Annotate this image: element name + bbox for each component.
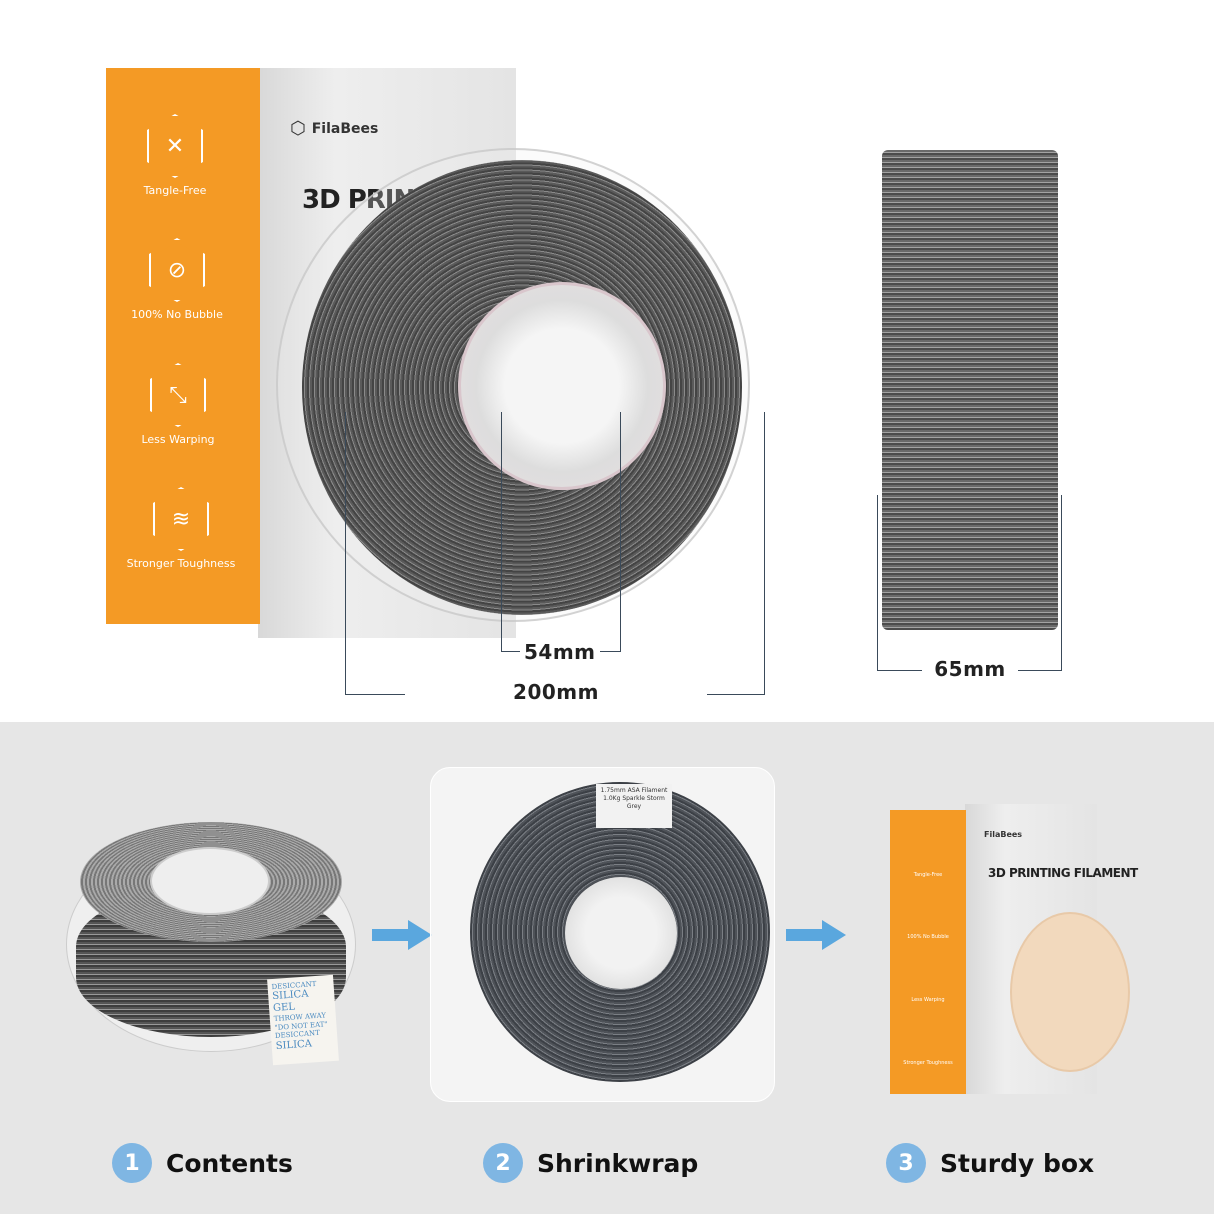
bee-logo-icon: ⬡ (290, 118, 306, 139)
contents-hub (150, 847, 270, 915)
feature-label: Tangle-Free (143, 184, 207, 197)
small-box-feature: Stronger Toughness (903, 1060, 953, 1066)
shrinkwrap-hub (565, 877, 677, 989)
step-contents: 1 Contents (112, 1143, 293, 1183)
small-box-feature: 100% No Bubble (907, 934, 949, 940)
step-label: Sturdy box (940, 1148, 1095, 1178)
small-box-front (890, 810, 966, 1094)
dimension-outer: 200mm (405, 680, 707, 704)
tangle-free-icon: ✕ (147, 114, 203, 178)
arrow-right-icon (372, 920, 434, 950)
feature-label: 100% No Bubble (131, 308, 223, 321)
no-bubble-icon: ⊘ (149, 238, 205, 302)
step-number-badge: 1 (112, 1143, 152, 1183)
dimension-inner: 54mm (520, 640, 600, 664)
feature-less-warping: ⤡ Less Warping (103, 363, 253, 446)
spool-hub (458, 282, 666, 490)
step-shrinkwrap: 2 Shrinkwrap (483, 1143, 698, 1183)
dimension-65mm-bracket (877, 495, 1062, 671)
step-number-badge: 3 (886, 1143, 926, 1183)
brand-name: FilaBees (311, 120, 379, 137)
small-box-feature: Less Warping (911, 997, 945, 1003)
step-label: Contents (166, 1148, 293, 1178)
feature-label: Less Warping (141, 433, 215, 446)
arrow-right-icon (786, 920, 848, 950)
toughness-icon: ≋ (153, 487, 209, 551)
step-sturdy-box: 3 Sturdy box (886, 1143, 1094, 1183)
product-hero: ✕ Tangle-Free ⊘ 100% No Bubble ⤡ Less Warpi… (100, 68, 1062, 704)
small-box-spool-print (1010, 912, 1130, 1072)
brand-logo: ⬡ FilaBees (290, 118, 378, 139)
dimension-width: 65mm (922, 657, 1018, 681)
small-box-brand: FilaBees (984, 830, 1023, 839)
feature-tangle-free: ✕ Tangle-Free (100, 114, 250, 197)
step-label: Shrinkwrap (537, 1148, 699, 1178)
feature-toughness: ≋ Stronger Toughness (106, 487, 256, 570)
step-number-badge: 2 (483, 1143, 523, 1183)
spool-side-view (882, 150, 1058, 630)
feature-label: Stronger Toughness (126, 557, 236, 570)
small-box-feature: Tangle-Free (913, 872, 943, 878)
spool-label: 1.75mm ASA Filament 1.0Kg Sparkle Storm … (596, 784, 672, 828)
small-box-title: 3D PRINTING FILAMENT (988, 866, 1138, 880)
feature-no-bubble: ⊘ 100% No Bubble (102, 238, 252, 321)
dimension-200mm-bracket (345, 412, 765, 695)
less-warping-icon: ⤡ (150, 363, 206, 427)
